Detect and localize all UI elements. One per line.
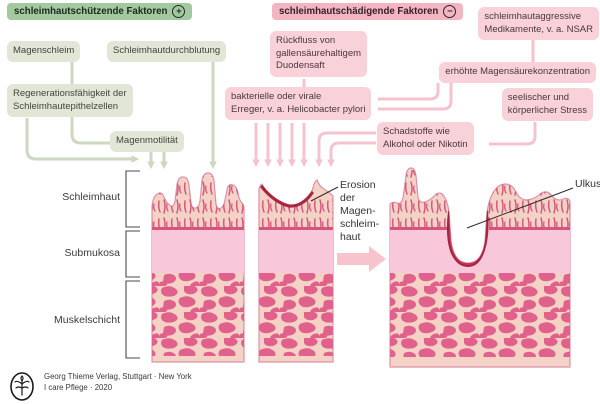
tissue-section-healthy xyxy=(151,172,245,363)
progression-arrow xyxy=(337,246,386,272)
erosion-line xyxy=(260,185,314,208)
factor-box-schadstoffe: Schadstoffe wie Alkohol oder Nikotin xyxy=(377,122,474,156)
layer-label-muskelschicht: Muskelschicht xyxy=(54,314,120,326)
credit-text: Georg Thieme Verlag, Stuttgart · New Yor… xyxy=(44,372,192,393)
credit-source: I care Pflege · 2020 xyxy=(44,382,113,392)
credit-publisher: Georg Thieme Verlag, Stuttgart · New Yor… xyxy=(44,372,192,381)
factor-box-erreger-helicobacter: bakterielle oder virale Erreger, v. a. H… xyxy=(225,87,372,121)
ulkus-annotation: Ulkus xyxy=(575,178,600,190)
tissue-section-erosion xyxy=(258,179,334,363)
damaging-factors-header: schleimhautschädigende Faktoren − xyxy=(272,3,464,20)
factor-box-medikamente-nsar: schleimhautaggressive Medikamente, v. a.… xyxy=(478,7,599,41)
protective-factors-header: schleimhautschützende Faktoren + xyxy=(7,3,193,20)
ulcer-crater xyxy=(446,210,489,268)
pointer-lines xyxy=(310,186,574,229)
erosion-pointer-line xyxy=(310,186,339,202)
protective-header-label: schleimhautschützende Faktoren xyxy=(14,6,168,17)
connector-magenschleim-to-motilitaet xyxy=(70,62,110,145)
factor-box-magensaeurekonzentration: erhöhte Magensäurekonzentration xyxy=(439,62,596,83)
damaging-connectors xyxy=(252,39,537,168)
thieme-logo-icon xyxy=(10,372,34,401)
layer-label-schleimhaut: Schleimhaut xyxy=(62,191,120,203)
erosion-annotation: Erosion der Magen- schleim- haut xyxy=(340,179,380,243)
factor-box-magenschleim: Magenschleim xyxy=(7,41,81,62)
layer-label-submukosa: Submukosa xyxy=(64,247,120,259)
factor-box-regenerationsfaehigkeit: Regenerationsfähigkeit der Schleimhautep… xyxy=(7,84,133,118)
factor-box-stress: seelischer und körperlicher Stress xyxy=(501,88,593,122)
factor-box-schleimhautdurchblutung: Schleimhautdurchblutung xyxy=(107,41,227,62)
plus-circle-icon: + xyxy=(172,5,186,18)
layer-brackets xyxy=(125,170,140,359)
protective-connectors xyxy=(25,62,217,170)
tissue-section-ulcer xyxy=(389,167,571,368)
factor-box-rueckfluss: Rückfluss von gallensäurehaltigem Duoden… xyxy=(270,31,368,77)
damaging-header-label: schleimhautschädigende Faktoren xyxy=(279,6,439,17)
ulkus-pointer-line xyxy=(466,187,574,229)
connector-regeneration-arrow xyxy=(25,118,140,163)
minus-circle-icon: − xyxy=(443,5,457,18)
factor-box-magenmotilitaet: Magenmotilität xyxy=(110,131,184,152)
